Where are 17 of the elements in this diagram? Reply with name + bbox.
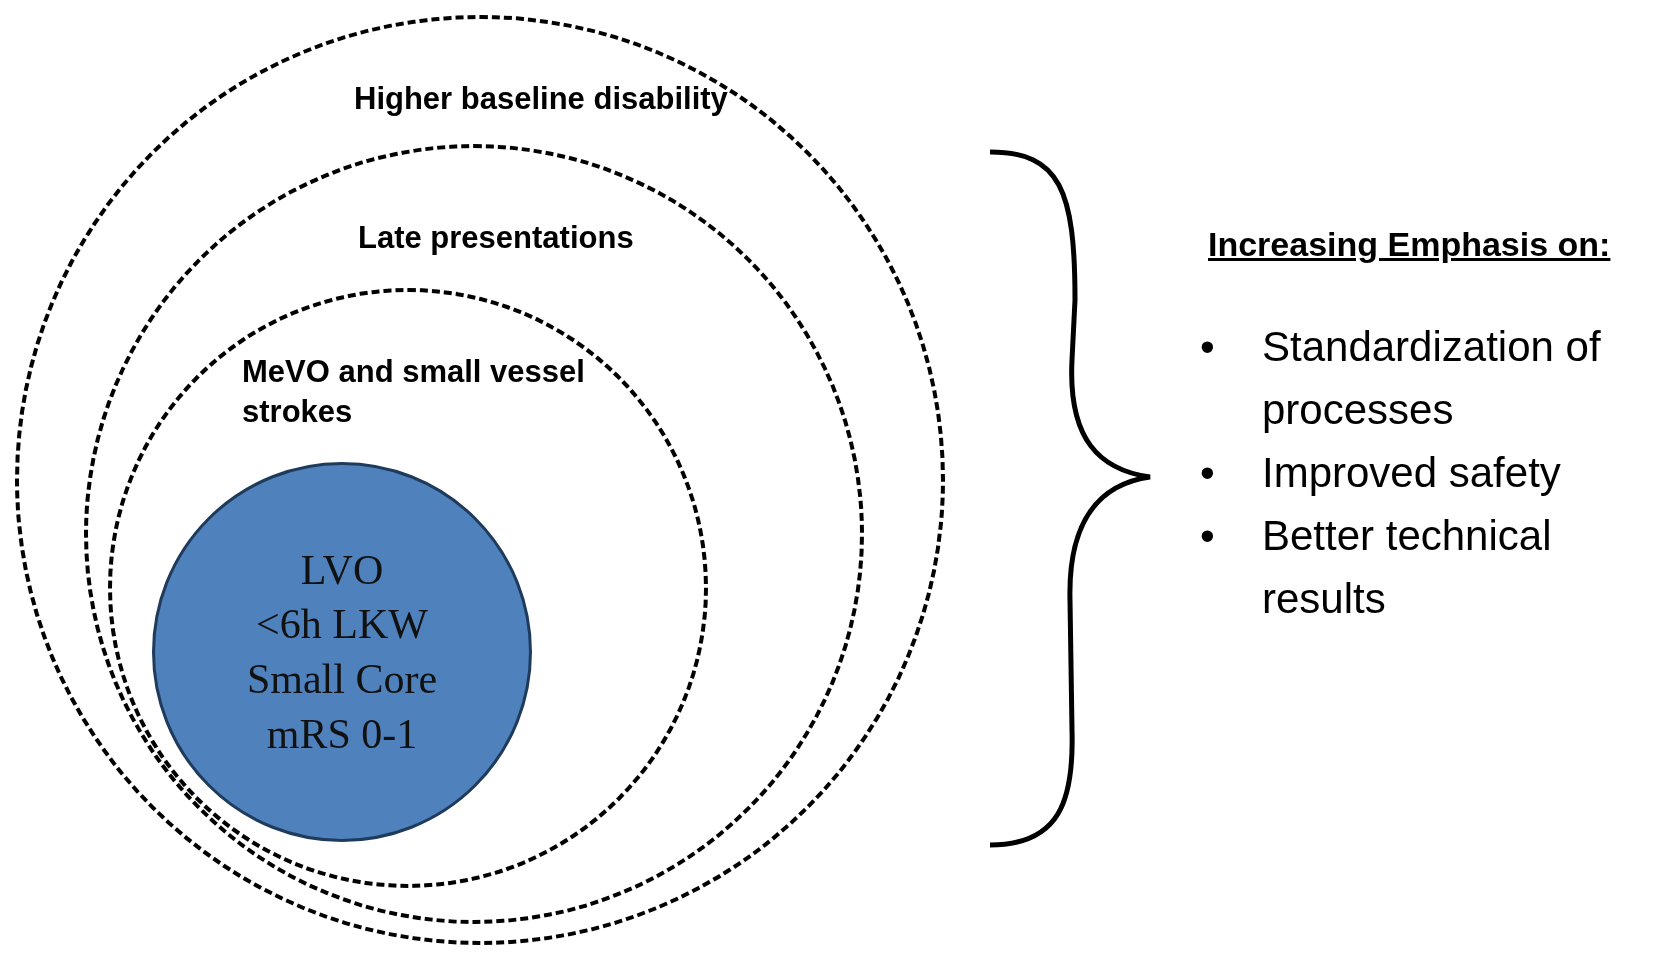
heading: Increasing Emphasis on: [1208,225,1611,264]
circle-label: mRS 0-1 [266,709,418,759]
dashed-circle [108,288,708,888]
bullet-text: Standardization of processes [1262,322,1602,435]
circle-label: Higher baseline disability [354,80,729,118]
dashed-circle [15,15,945,945]
circle-label: LVO [300,545,384,595]
circle-label: MeVO and small vessel strokes [242,353,586,432]
bullet: • [1200,322,1215,372]
circle-label: Late presentations [358,219,635,257]
bullet: • [1200,448,1215,498]
bullet-text: Better technical results [1262,511,1553,624]
circle-label: Small Core [246,655,438,704]
circle-label: <6h LKW [256,600,428,650]
dashed-circle [84,144,864,924]
bullet-text: Improved safety [1262,448,1562,498]
bullet: • [1200,511,1215,561]
